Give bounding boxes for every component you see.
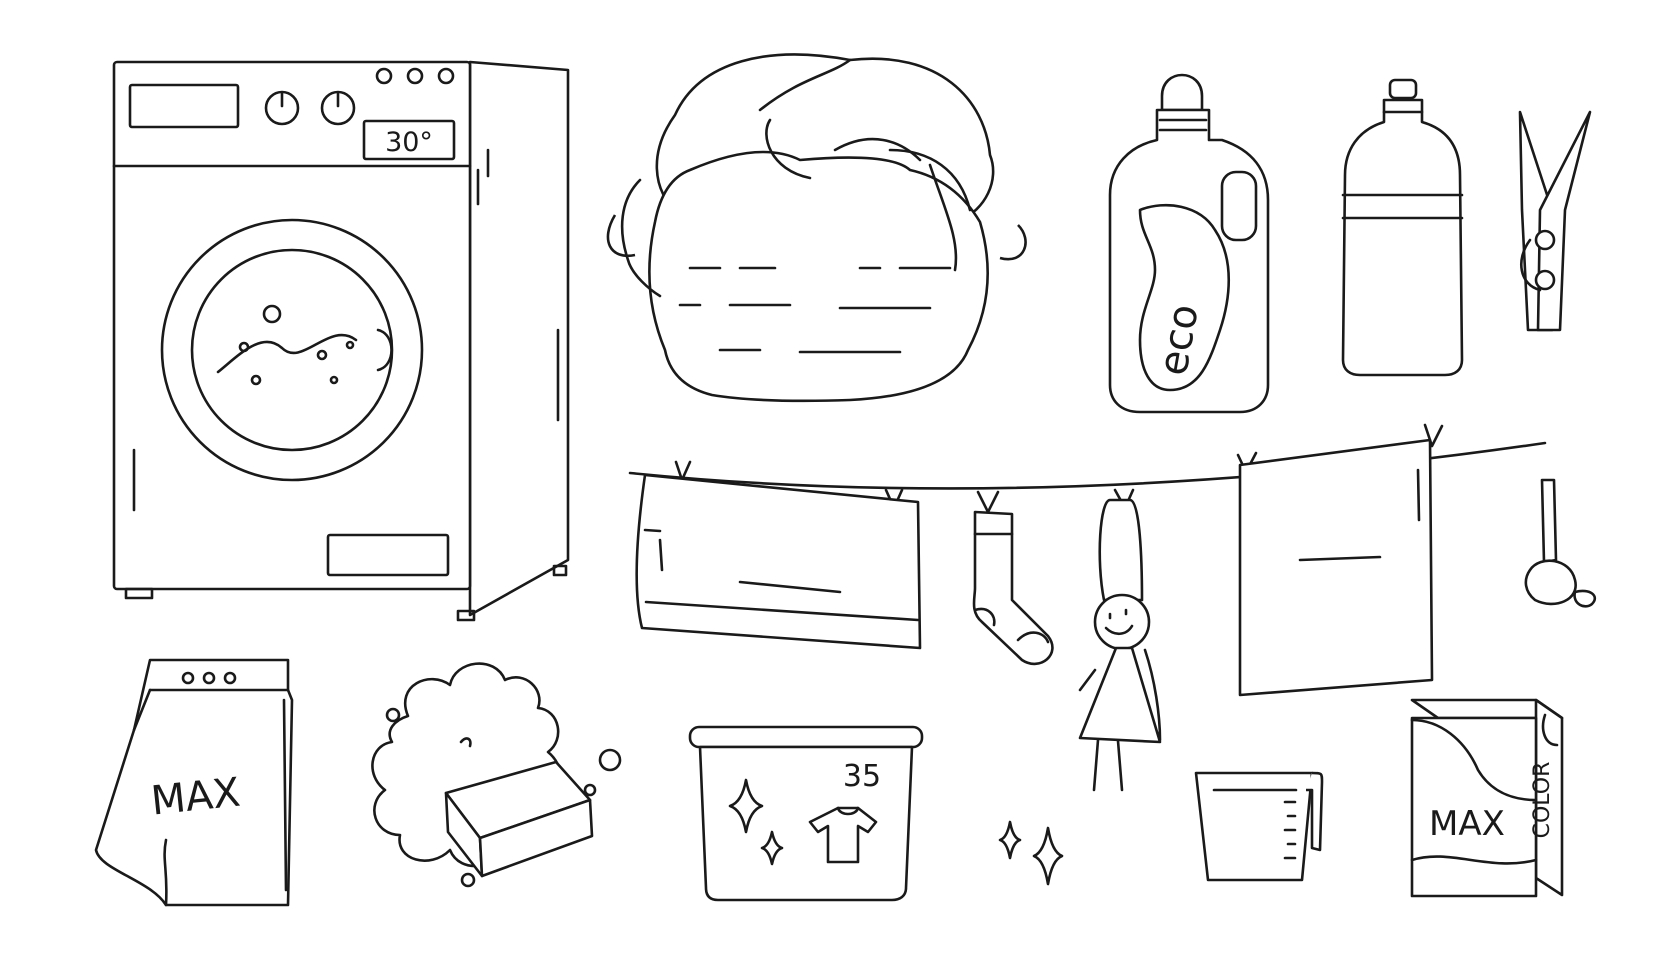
box-brand-label: MAX <box>1429 804 1505 844</box>
doll-icon <box>1078 498 1162 792</box>
sparkle-icon <box>728 778 764 834</box>
measuring-cup-icon <box>1194 771 1324 882</box>
laundry-basket-icon <box>606 53 1027 403</box>
detergent-box-icon: MAX COLOR <box>1410 698 1564 898</box>
clothespin-icon <box>1518 110 1592 332</box>
softener-bottle-icon <box>1341 78 1464 377</box>
temperature-display: 30° <box>385 127 433 158</box>
wash-basin-icon: 35 <box>688 725 924 902</box>
clothesline-icon <box>628 423 1547 697</box>
box-side-label: COLOR <box>1530 762 1555 839</box>
powder-bag-label: MAX <box>149 770 243 825</box>
powder-bag-icon: MAX <box>94 658 294 907</box>
basin-label: 35 <box>843 759 881 794</box>
sock-icon <box>972 510 1054 666</box>
measuring-scoop-icon <box>1524 478 1597 608</box>
washing-machine-icon: 30° <box>112 60 570 622</box>
sparkle-icon <box>760 830 784 866</box>
detergent-bottle-icon: eco <box>1108 73 1270 414</box>
sparkle-icon <box>998 820 1064 886</box>
soap-bar-icon <box>371 662 622 888</box>
